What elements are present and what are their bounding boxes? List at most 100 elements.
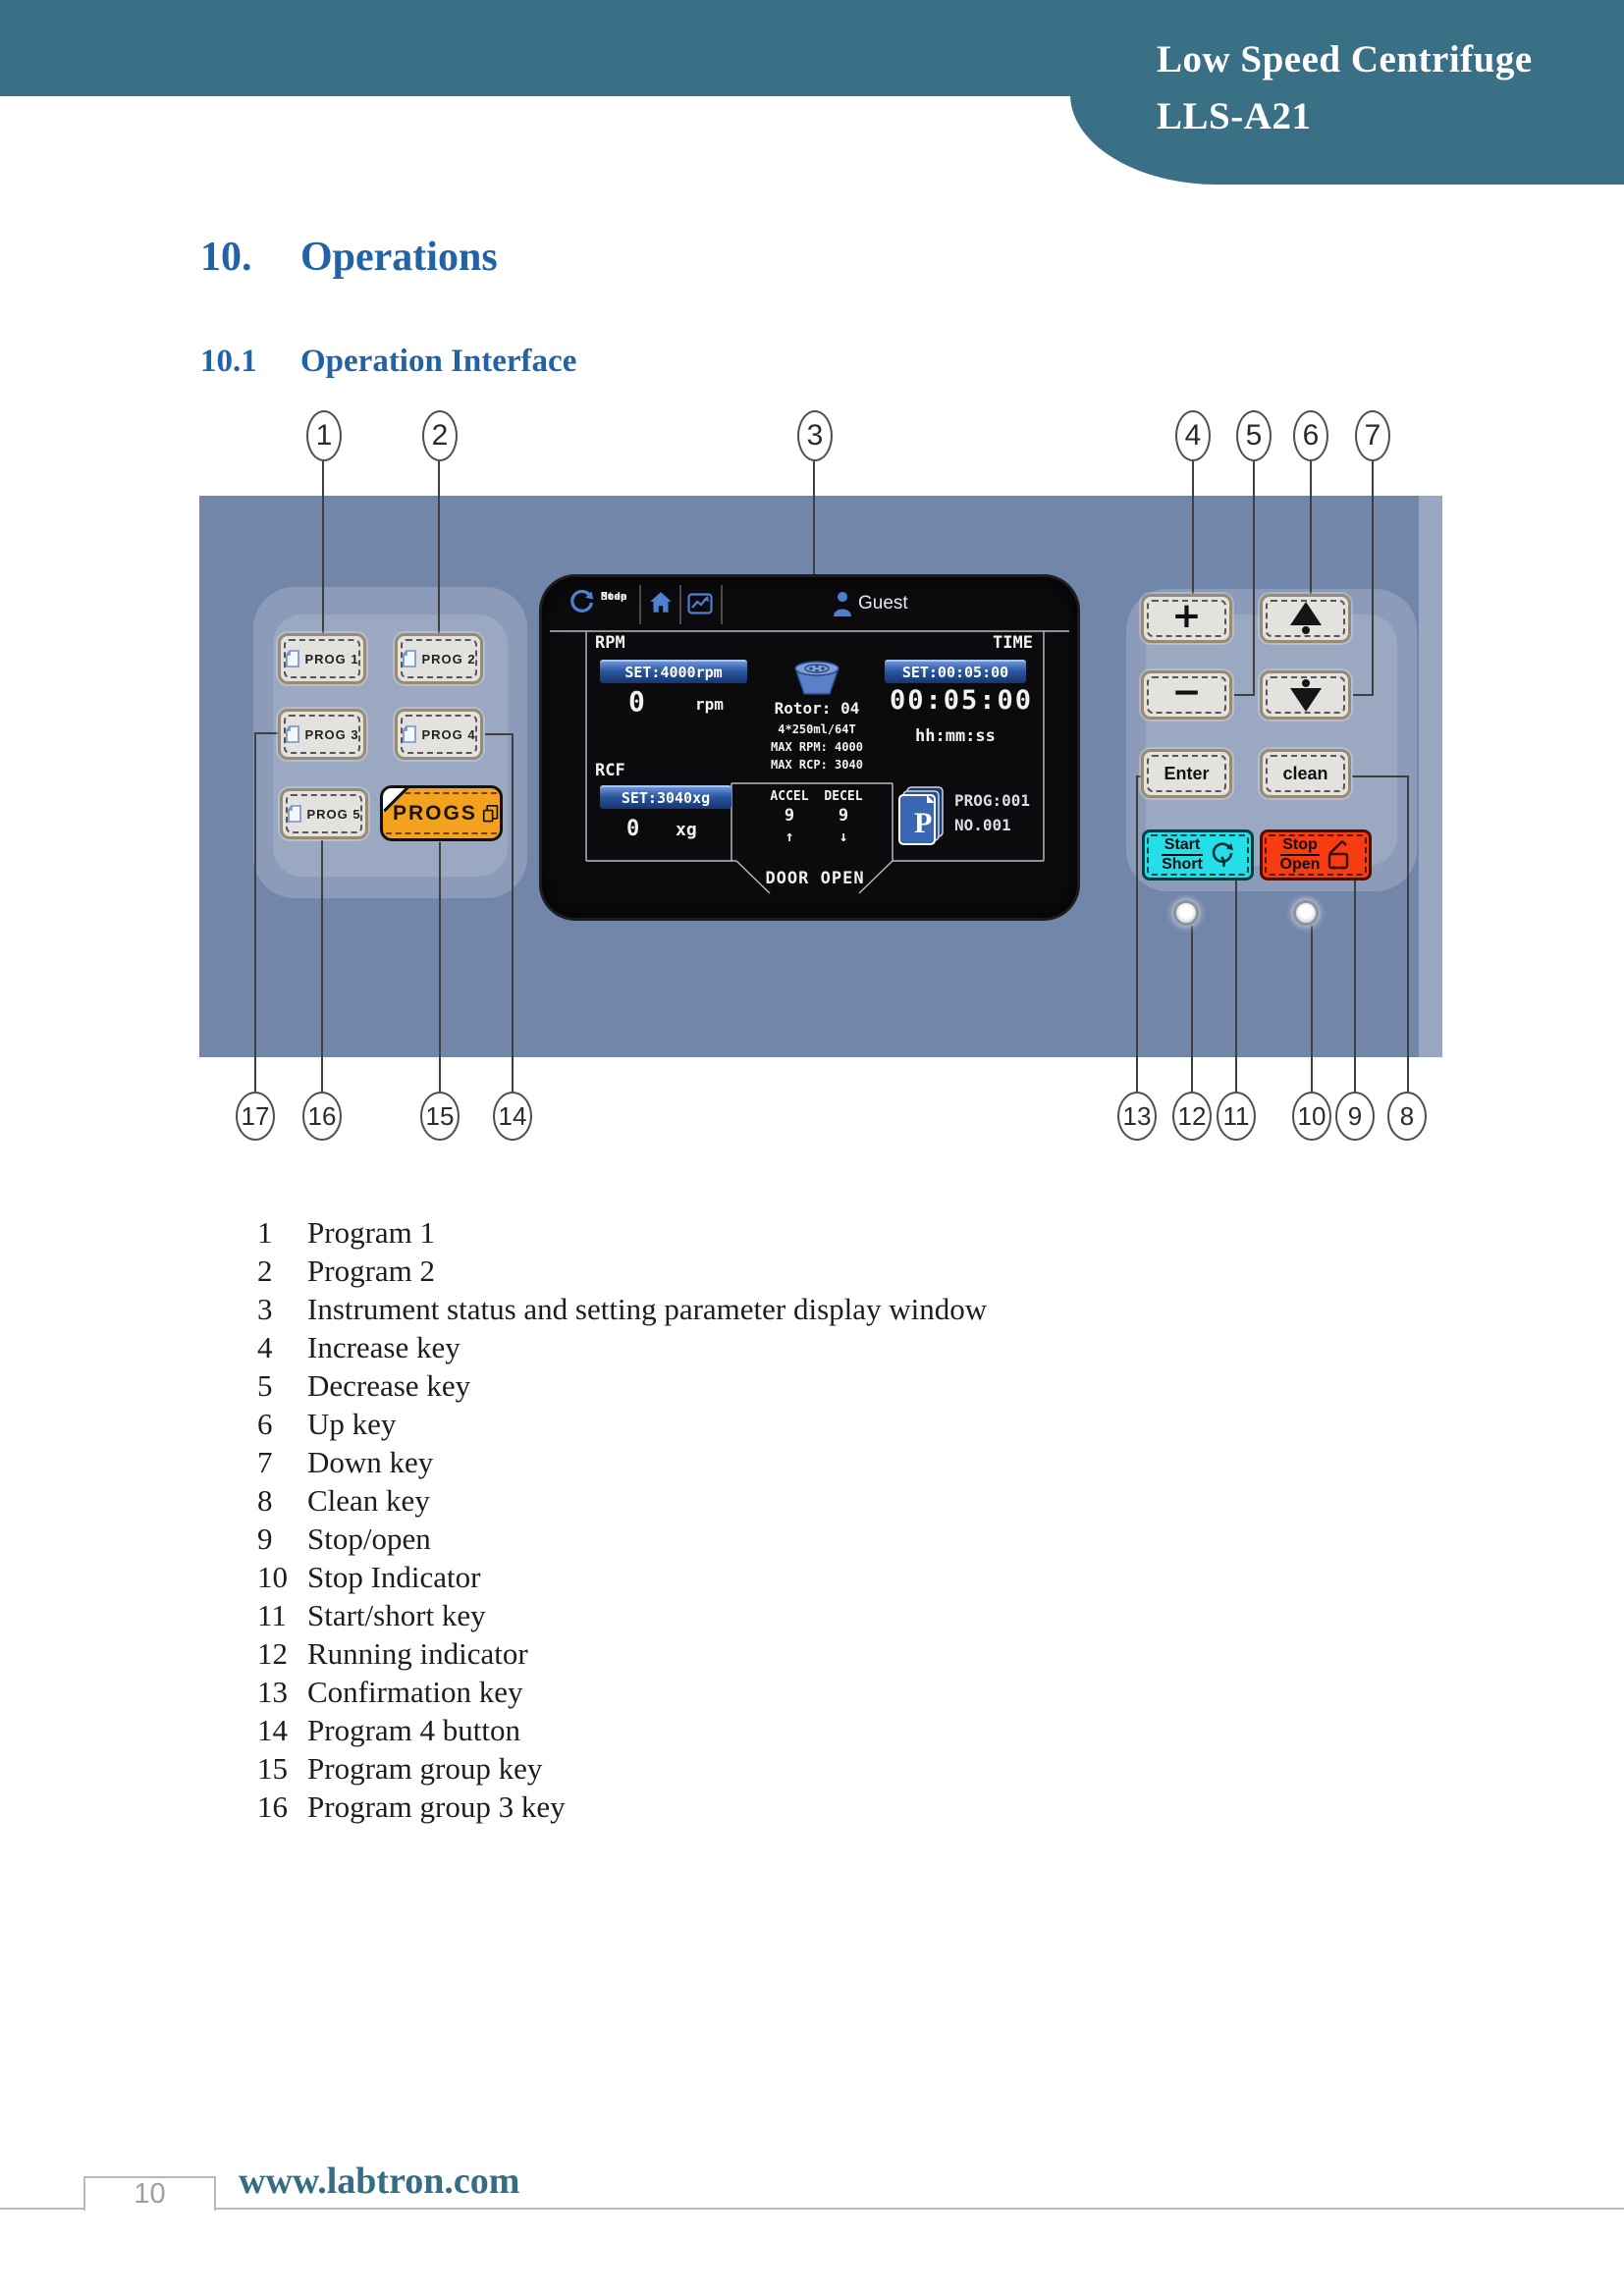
up-key[interactable] — [1260, 594, 1351, 643]
product-name: Low Speed Centrifuge — [1157, 38, 1533, 80]
section-number: 10. — [200, 235, 252, 280]
callout-line-2 — [438, 461, 440, 635]
callout-line-15 — [439, 842, 441, 1092]
accel-arrow: ↑ — [785, 828, 794, 845]
section-title: Operations — [300, 235, 498, 280]
stop-indicator-led — [1293, 900, 1319, 926]
callout-12: 12 — [1172, 1092, 1212, 1141]
prog3-key[interactable]: PROG 3 — [278, 709, 366, 760]
subsection-title: Operation Interface — [300, 344, 577, 379]
prog5-key[interactable]: PROG 5 — [280, 788, 368, 839]
callout-line-5b — [1234, 694, 1255, 696]
callout-6: 6 — [1293, 410, 1328, 461]
down-key[interactable] — [1260, 670, 1351, 720]
subsection-number: 10.1 — [200, 344, 257, 379]
footer-rule — [0, 2208, 1624, 2210]
page-icon — [286, 650, 300, 667]
time-unit: hh:mm:ss — [915, 726, 996, 746]
callout-17: 17 — [236, 1092, 275, 1141]
prog2-key[interactable]: PROG 2 — [395, 633, 483, 684]
rpm-value: 0 — [628, 685, 645, 718]
enter-key[interactable]: Enter — [1141, 749, 1232, 798]
clean-key[interactable]: clean — [1260, 749, 1351, 798]
rpm-label: RPM — [595, 633, 625, 653]
program-pages-icon: P — [898, 786, 944, 845]
callout-line-8 — [1407, 775, 1409, 1092]
page-icon — [403, 725, 417, 743]
callout-14: 14 — [493, 1092, 532, 1141]
callout-line-5 — [1253, 461, 1255, 696]
callout-8: 8 — [1387, 1092, 1427, 1141]
callout-3: 3 — [797, 410, 833, 461]
decel-value: 9 — [838, 806, 849, 826]
decel-label: DECEL — [824, 789, 863, 804]
history-chart-icon[interactable] — [687, 593, 713, 614]
callout-5: 5 — [1236, 410, 1272, 461]
increase-key[interactable]: + — [1141, 594, 1232, 643]
prog2-label: PROG 2 — [421, 651, 476, 667]
page-number: 10 — [134, 2178, 166, 2210]
document-title: Low Speed Centrifuge LLS-A21 — [1157, 31, 1533, 145]
decrease-key[interactable]: − — [1141, 670, 1232, 720]
user-name[interactable]: Guest — [858, 593, 908, 614]
stacked-pages-icon — [482, 804, 499, 822]
callout-line-14b — [485, 733, 514, 735]
model-number: LLS-A21 — [1157, 95, 1312, 137]
website-link[interactable]: www.labtron.com — [239, 2161, 520, 2202]
prog4-label: PROG 4 — [421, 726, 476, 742]
home-icon[interactable] — [648, 590, 674, 615]
minus-icon: − — [1171, 672, 1202, 713]
prog1-key[interactable]: PROG 1 — [278, 633, 366, 684]
rotor-id: Rotor: 04 — [774, 699, 860, 718]
callout-line-17 — [254, 732, 256, 1092]
max-rcf: MAX RCP: 3040 — [771, 758, 863, 772]
callout-15: 15 — [420, 1092, 460, 1141]
callout-line-11 — [1235, 881, 1237, 1092]
panel-edge — [1419, 496, 1442, 1057]
section-heading: 10. Operations — [200, 234, 498, 281]
callout-line-13 — [1136, 775, 1138, 1092]
callout-line-13b — [1136, 775, 1144, 777]
prog4-key[interactable]: PROG 4 — [395, 709, 483, 760]
rcf-unit: xg — [676, 820, 697, 840]
callout-line-8b — [1352, 775, 1409, 777]
step-mode-icon[interactable] — [568, 589, 595, 616]
spin-icon — [1212, 842, 1233, 868]
progs-key[interactable]: PROGS — [380, 785, 503, 841]
time-value: 00:05:00 — [890, 685, 1034, 716]
rcf-label: RCF — [595, 761, 625, 780]
callout-line-16 — [321, 840, 323, 1092]
page-icon — [403, 650, 417, 667]
page-number-tab: 10 — [83, 2176, 216, 2211]
callout-line-3 — [813, 461, 815, 581]
prog1-label: PROG 1 — [304, 651, 359, 667]
callout-16: 16 — [302, 1092, 342, 1141]
header-band-extension — [1070, 0, 1624, 185]
enter-label: Enter — [1164, 763, 1210, 783]
down-arrow-icon — [1289, 678, 1322, 712]
callout-10: 10 — [1292, 1092, 1331, 1141]
callout-line-10 — [1311, 926, 1313, 1092]
callout-line-7b — [1353, 694, 1374, 696]
run-number: NO.001 — [954, 816, 1011, 834]
prog-number: PROG:001 — [954, 791, 1031, 810]
callout-1: 1 — [306, 410, 342, 461]
accel-label: ACCEL — [770, 789, 809, 804]
